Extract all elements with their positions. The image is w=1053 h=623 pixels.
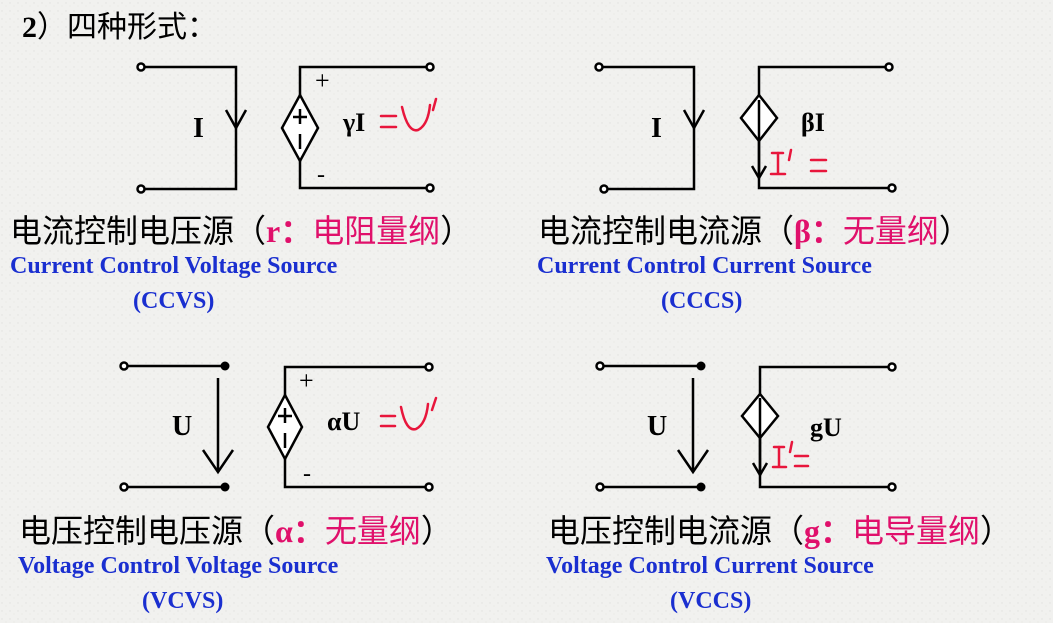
vcvs-caption-main: 电压控制电压源（ bbox=[19, 513, 276, 549]
vccs-handwritten-annotation bbox=[771, 440, 810, 469]
vcvs-minus-sign: - bbox=[303, 461, 311, 487]
ccvs-source-label: γI bbox=[342, 108, 365, 137]
vcvs-abbreviation: (VCVS) bbox=[142, 588, 224, 614]
ccvs-control-label: I bbox=[193, 113, 204, 144]
vcvs-dependent-voltage-source bbox=[266, 392, 304, 462]
cccs-caption-close: ） bbox=[938, 213, 971, 249]
vccs-chinese-caption: 电压控制电流源（g：电导量纲） bbox=[548, 506, 1012, 552]
ccvs-abbreviation: (CCVS) bbox=[133, 288, 215, 314]
vcvs-caption-param: α： bbox=[275, 513, 325, 549]
vcvs-caption-close: ） bbox=[420, 513, 453, 549]
ccvs-caption-main: 电流控制电压源（ bbox=[10, 213, 267, 249]
vccs-output-terminal-bottom bbox=[887, 482, 897, 492]
vcvs-english-name: Voltage Control Voltage Source bbox=[18, 553, 339, 579]
vccs-caption-close: ） bbox=[980, 513, 1013, 549]
vcvs-chinese-caption: 电压控制电压源（α：无量纲） bbox=[19, 506, 453, 552]
vccs-control-terminal-top bbox=[595, 361, 605, 371]
ccvs-caption-unit: 电阻量纲 bbox=[312, 213, 441, 249]
vcvs-plus-sign: + bbox=[299, 366, 314, 395]
section-heading-text: ）四种形式： bbox=[37, 11, 217, 44]
vcvs-handwritten-annotation bbox=[379, 396, 438, 431]
vccs-english-name: Voltage Control Current Source bbox=[546, 553, 874, 579]
cccs-caption-param: β： bbox=[794, 213, 843, 249]
cccs-output-terminal-top bbox=[884, 62, 894, 72]
cccs-control-terminal-top bbox=[594, 62, 604, 72]
vccs-control-node-bottom bbox=[696, 482, 706, 492]
vccs-circuit bbox=[595, 361, 897, 492]
cccs-abbreviation: (CCCS) bbox=[661, 288, 743, 314]
vcvs-circuit bbox=[119, 361, 434, 492]
ccvs-output-terminal-bottom bbox=[425, 183, 435, 193]
vcvs-output-terminal-bottom bbox=[424, 482, 434, 492]
vcvs-caption-unit: 无量纲 bbox=[324, 513, 421, 549]
vccs-caption-main: 电压控制电流源（ bbox=[548, 513, 805, 549]
cccs-output-terminal-bottom bbox=[887, 183, 897, 193]
vcvs-control-terminal-bottom bbox=[119, 482, 129, 492]
cccs-caption-main: 电流控制电流源（ bbox=[538, 213, 795, 249]
vccs-source-arrow-head bbox=[751, 462, 769, 478]
section-heading-number: 2 bbox=[22, 11, 37, 44]
vcvs-control-label: U bbox=[172, 411, 192, 442]
vccs-caption-param: g： bbox=[804, 513, 853, 549]
vccs-caption-unit: 电导量纲 bbox=[852, 513, 981, 549]
cccs-english-name: Current Control Current Source bbox=[537, 253, 872, 279]
ccvs-plus-sign: + bbox=[315, 66, 330, 95]
vccs-output-terminal-top bbox=[887, 362, 897, 372]
vcvs-control-node-bottom bbox=[220, 482, 230, 492]
vccs-control-label: U bbox=[647, 411, 667, 442]
ccvs-chinese-caption: 电流控制电压源（r：电阻量纲） bbox=[10, 206, 472, 252]
vccs-source-label: gU bbox=[810, 413, 842, 442]
ccvs-dependent-voltage-source bbox=[280, 92, 320, 164]
ccvs-current-arrow bbox=[224, 109, 248, 131]
vcvs-control-node-top bbox=[220, 361, 230, 371]
ccvs-control-terminal-top bbox=[136, 62, 146, 72]
cccs-caption-unit: 无量纲 bbox=[842, 213, 939, 249]
cccs-control-label: I bbox=[651, 113, 662, 144]
cccs-chinese-caption: 电流控制电流源（β：无量纲） bbox=[538, 206, 971, 252]
ccvs-caption-close: ） bbox=[440, 213, 473, 249]
ccvs-control-terminal-bottom bbox=[136, 184, 146, 194]
ccvs-handwritten-annotation bbox=[379, 97, 438, 132]
vcvs-output-terminal-top bbox=[424, 362, 434, 372]
ccvs-caption-param: r： bbox=[266, 213, 313, 249]
cccs-control-terminal-bottom bbox=[599, 184, 609, 194]
cccs-circuit bbox=[594, 62, 897, 194]
cccs-source-arrow-head bbox=[750, 165, 768, 181]
vccs-control-terminal-bottom bbox=[595, 482, 605, 492]
vccs-abbreviation: (VCCS) bbox=[670, 588, 752, 614]
ccvs-output-terminal-top bbox=[425, 62, 435, 72]
vccs-voltage-arrow-head bbox=[676, 449, 710, 475]
section-heading: 2）四种形式： bbox=[22, 2, 217, 46]
vccs-control-node-top bbox=[696, 361, 706, 371]
cccs-source-label: βI bbox=[801, 108, 825, 137]
vcvs-voltage-arrow-head bbox=[201, 449, 235, 475]
cccs-current-arrow bbox=[682, 109, 706, 131]
cccs-handwritten-annotation bbox=[769, 148, 828, 176]
ccvs-circuit bbox=[136, 62, 435, 194]
vcvs-control-terminal-top bbox=[119, 361, 129, 371]
vcvs-source-label: αU bbox=[327, 407, 361, 436]
ccvs-minus-sign: - bbox=[317, 162, 325, 188]
ccvs-english-name: Current Control Voltage Source bbox=[10, 253, 338, 279]
